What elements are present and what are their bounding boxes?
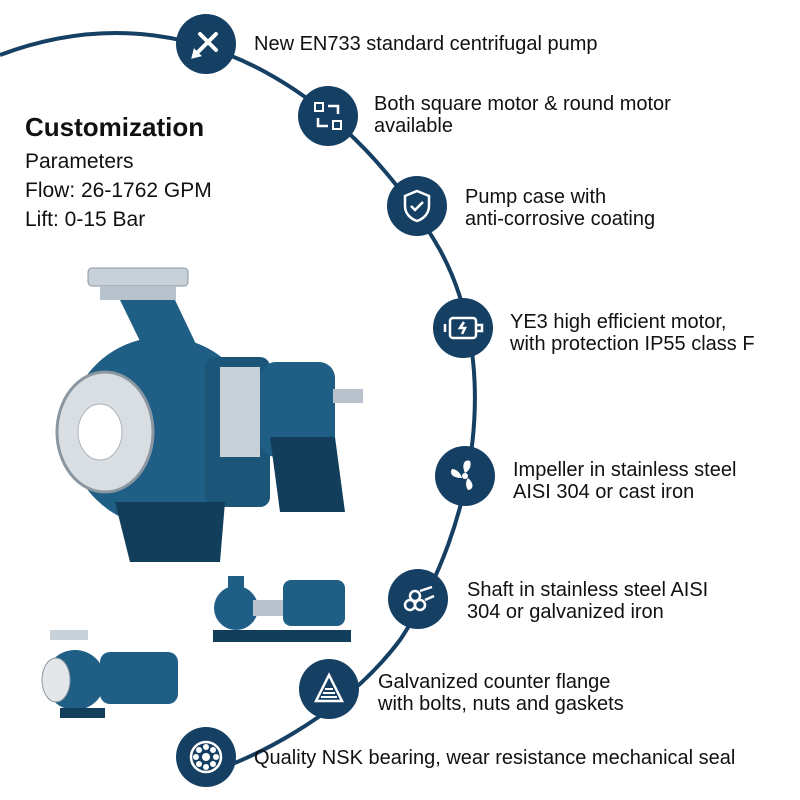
feature-shaft: Shaft in stainless steel AISI 304 or gal… (467, 579, 709, 623)
feature-ye3-motor: YE3 high efficient motor, with protectio… (510, 311, 755, 355)
spec-block: Customization Parameters Flow: 26-1762 G… (25, 111, 212, 234)
feature-en733: New EN733 standard centrifugal pump (254, 33, 598, 55)
feature-impeller: Impeller in stainless steel AISI 304 or … (513, 459, 737, 503)
bearing-icon (176, 727, 236, 787)
shield-check-icon (387, 176, 447, 236)
shaft-bars-icon (388, 569, 448, 629)
feature-bearing: Quality NSK bearing, wear resistance mec… (254, 747, 736, 769)
motor-icon (433, 298, 493, 358)
close-coupled-pump-image (41, 630, 178, 718)
feature-pump-case: Pump case with anti-corrosive coating (465, 186, 656, 230)
feature-flange: Galvanized counter flange with bolts, nu… (378, 671, 624, 715)
main-pump-image (55, 267, 363, 562)
spec-flow: Flow: 26-1762 GPM (25, 179, 212, 202)
flange-bolts-icon (299, 659, 359, 719)
switch-arrows-icon (298, 86, 358, 146)
spec-parameters: Parameters (25, 150, 134, 173)
spec-lift: Lift: 0-15 Bar (25, 208, 146, 231)
spec-title: Customization (25, 112, 205, 142)
wrench-screwdriver-icon (176, 14, 236, 74)
bare-shaft-pump-image (213, 576, 351, 642)
feature-motor-shape: Both square motor & round motor availabl… (374, 93, 671, 137)
impeller-fan-icon (435, 446, 495, 506)
